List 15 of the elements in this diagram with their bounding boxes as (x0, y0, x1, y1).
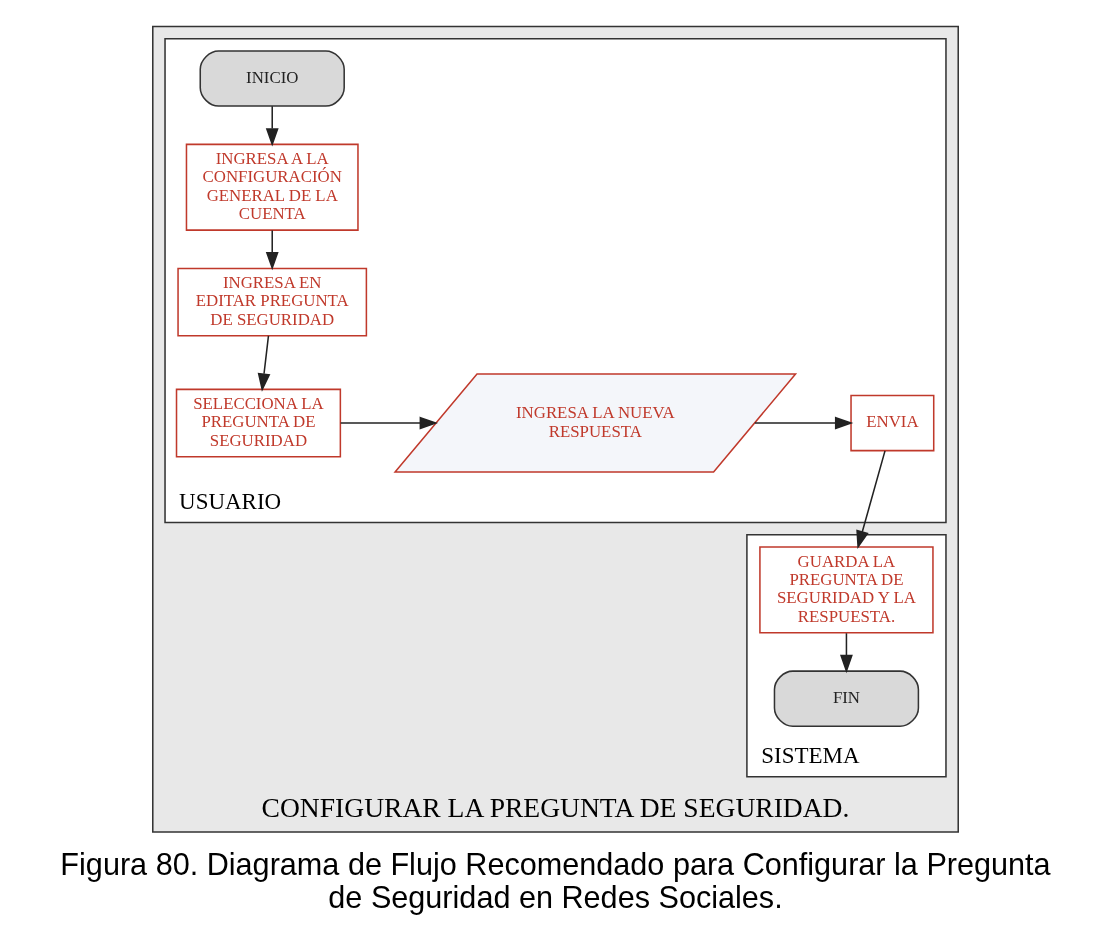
node-box: FIN (773, 670, 919, 727)
arrow (855, 450, 886, 550)
node-box: ENVIA (849, 394, 934, 452)
arrow (257, 335, 270, 392)
node-box: SELECCIONA LA PREGUNTA DE SEGURIDAD (175, 388, 341, 458)
caption: Figura 80. Diagrama de Flujo Recomendado para Configurar la Pregunta de Seguridad en Redes Sociales. (59, 846, 1051, 915)
node-box: GUARDA LA PREGUNTA DE SEGURIDAD Y LA RESPUESTA. (758, 546, 934, 634)
arrow (265, 229, 279, 271)
arrow (339, 416, 438, 430)
node-box: INGRESA EN EDITAR PREGUNTA DE SEGURIDAD (176, 267, 367, 337)
arrow (265, 105, 279, 147)
node-box: INICIO (199, 50, 345, 107)
node-box: INGRESA A LA CONFIGURACIÓN GENERAL DE LA CUENTA (185, 143, 359, 231)
arrow (839, 632, 853, 674)
arrow (753, 416, 853, 430)
